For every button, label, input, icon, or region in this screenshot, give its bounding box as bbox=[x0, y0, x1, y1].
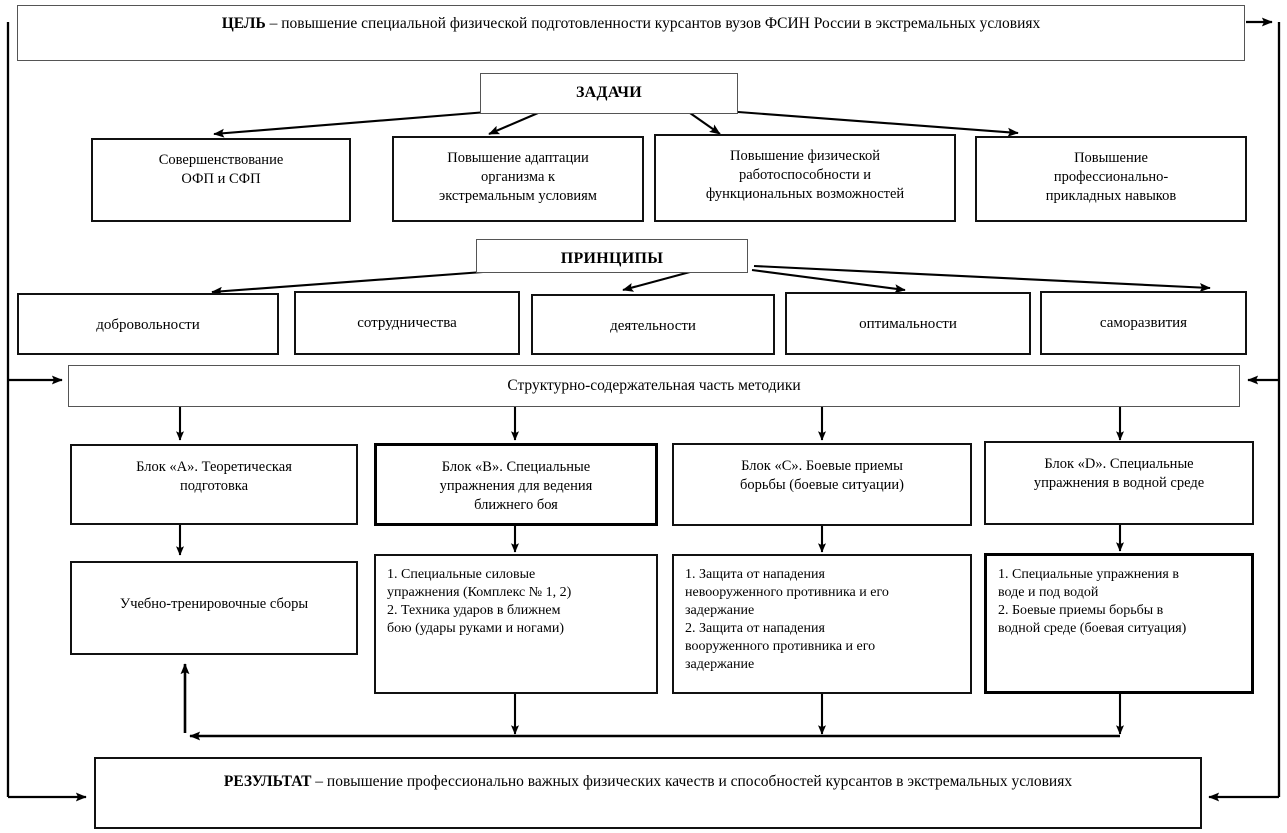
principle-box-4: оптимальности bbox=[785, 292, 1031, 355]
detail-box-d: 1. Специальные упражнения в воде и под в… bbox=[984, 553, 1254, 694]
arrow-principles-to-p5 bbox=[753, 264, 1211, 293]
block-box-a: Блок «А». Теоретическая подготовка bbox=[70, 444, 358, 525]
block-box-d: Блок «D». Специальные упражнения в водно… bbox=[984, 441, 1254, 525]
detail-label-c: 1. Защита от нападения невооруженного пр… bbox=[685, 567, 889, 672]
principle-box-2: сотрудничества bbox=[294, 291, 520, 355]
detail-label-d: 1. Специальные упражнения в воде и под в… bbox=[998, 567, 1187, 636]
block-label-d: Блок «D». Специальные упражнения в водно… bbox=[1033, 456, 1205, 491]
tasks-header-text: ЗАДАЧИ bbox=[575, 84, 643, 101]
result-text: РЕЗУЛЬТАТ – повышение профессионально ва… bbox=[96, 759, 1200, 792]
goal-box: ЦЕЛЬ – повышение специальной физической … bbox=[17, 5, 1245, 61]
arrow-principles-to-p4 bbox=[751, 268, 906, 294]
result-label-rest: – повышение профессионально важных физич… bbox=[311, 773, 1073, 790]
detail-box-c: 1. Защита от нападения невооруженного пр… bbox=[672, 554, 972, 694]
detail-box-a: Учебно-тренировочные сборы bbox=[70, 561, 358, 655]
task-box-3: Повышение физической работоспособности и… bbox=[654, 134, 956, 222]
detail-label-b: 1. Специальные силовые упражнения (Компл… bbox=[387, 567, 572, 636]
block-label-b: Блок «В». Специальные упражнения для вед… bbox=[439, 459, 593, 513]
arrow-tasks-to-task3 bbox=[689, 112, 721, 135]
arrow-tasks-to-task4 bbox=[737, 110, 1019, 137]
task-box-2: Повышение адаптации организма к экстрема… bbox=[392, 136, 644, 222]
block-box-c: Блок «С». Боевые приемы борьбы (боевые с… bbox=[672, 443, 972, 526]
task-label-1: Совершенствование ОФП и СФП bbox=[158, 152, 284, 187]
principle-box-3: деятельности bbox=[531, 294, 775, 355]
principle-box-5: саморазвития bbox=[1040, 291, 1247, 355]
block-label-c: Блок «С». Боевые приемы борьбы (боевые с… bbox=[740, 458, 904, 493]
principle-label-3: деятельности bbox=[610, 318, 696, 334]
detail-label-a: Учебно-тренировочные сборы bbox=[119, 596, 309, 612]
arrow-tasks-to-task1 bbox=[213, 110, 488, 138]
principle-box-1: добровольности bbox=[17, 293, 279, 355]
goal-label-bold: ЦЕЛЬ bbox=[221, 15, 266, 32]
principle-label-5: саморазвития bbox=[1099, 315, 1188, 331]
task-label-3: Повышение физической работоспособности и… bbox=[705, 148, 905, 202]
goal-label-rest: – повышение специальной физической подго… bbox=[265, 15, 1041, 32]
principle-label-2: сотрудничества bbox=[357, 315, 457, 331]
task-label-2: Повышение адаптации организма к экстрема… bbox=[439, 150, 597, 204]
principle-label-4: оптимальности bbox=[859, 316, 957, 332]
task-box-4: Повышение профессионально- прикладных на… bbox=[975, 136, 1247, 222]
task-box-1: Совершенствование ОФП и СФП bbox=[91, 138, 351, 222]
detail-box-b: 1. Специальные силовые упражнения (Компл… bbox=[374, 554, 658, 694]
result-box: РЕЗУЛЬТАТ – повышение профессионально ва… bbox=[94, 757, 1202, 829]
structure-band-text: Структурно-содержательная часть методики bbox=[507, 377, 801, 394]
result-label-bold: РЕЗУЛЬТАТ bbox=[223, 773, 312, 790]
block-label-a: Блок «А». Теоретическая подготовка bbox=[136, 459, 292, 494]
goal-text: ЦЕЛЬ – повышение специальной физической … bbox=[18, 6, 1244, 34]
principles-header-text: ПРИНЦИПЫ bbox=[560, 250, 664, 267]
arrow-tasks-to-task2 bbox=[488, 112, 539, 135]
tasks-header-box: ЗАДАЧИ bbox=[480, 73, 738, 114]
block-box-b: Блок «В». Специальные упражнения для вед… bbox=[374, 443, 658, 526]
principle-label-1: добровольности bbox=[96, 317, 200, 333]
arrow-principles-to-p1 bbox=[211, 270, 484, 296]
arrow-principles-to-p2 bbox=[622, 270, 691, 292]
task-label-4: Повышение профессионально- прикладных на… bbox=[1045, 150, 1177, 204]
principles-header-box: ПРИНЦИПЫ bbox=[476, 239, 748, 273]
structure-band-box: Структурно-содержательная часть методики bbox=[68, 365, 1240, 407]
